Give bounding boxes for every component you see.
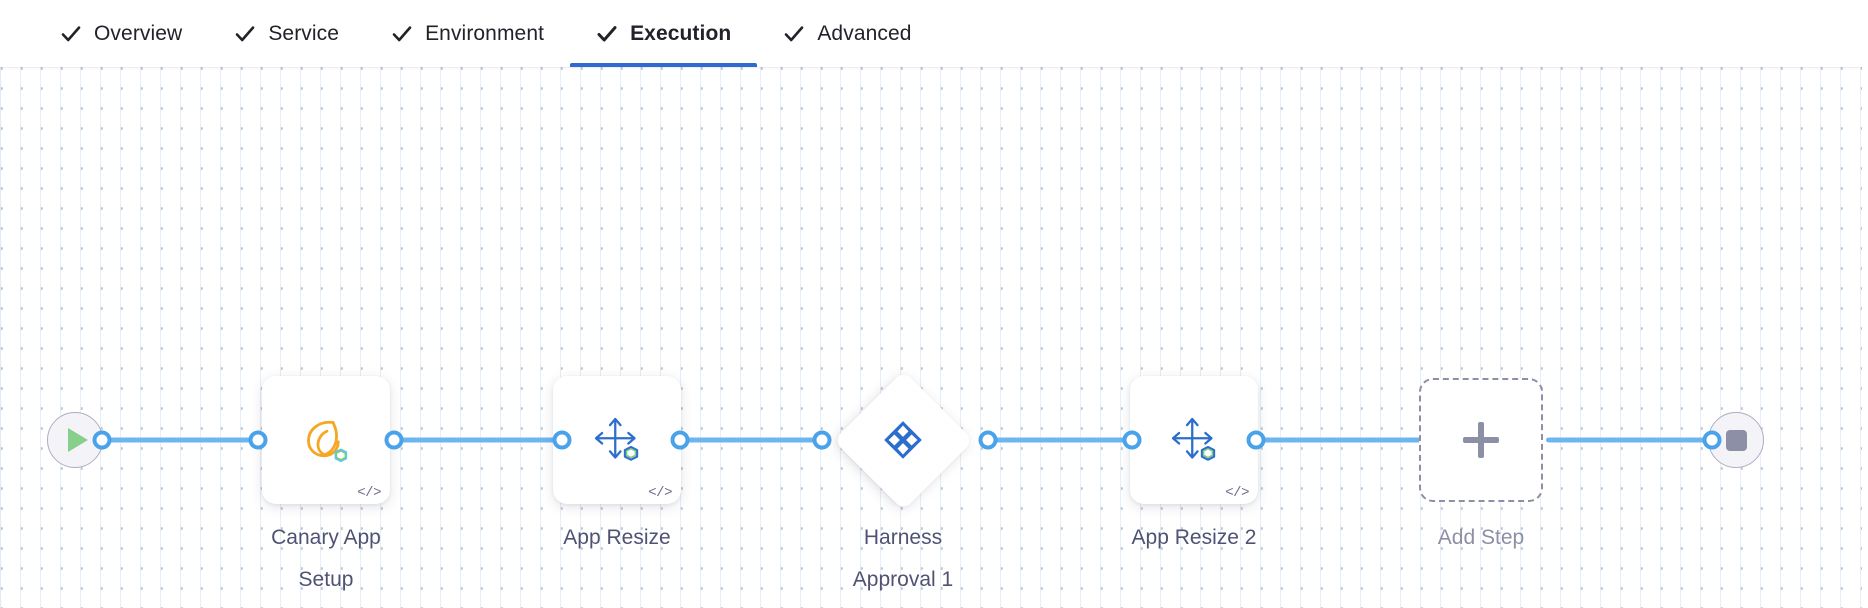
pipeline-canvas[interactable]: </> Canary App Setup <box>0 67 1868 608</box>
connector-approval-to-resize2 <box>988 437 1132 443</box>
tab-label: Service <box>268 21 340 45</box>
step-label-app-resize-2: App Resize 2 <box>1131 526 1257 549</box>
step-node-canary-app-setup[interactable]: </> <box>262 376 390 504</box>
tab-overview[interactable]: Overview <box>34 0 208 67</box>
check-icon <box>234 23 256 45</box>
port-app-resize-2-in[interactable] <box>1122 430 1142 450</box>
step-card[interactable]: </> <box>553 376 681 504</box>
port-app-resize-out[interactable] <box>670 430 690 450</box>
step-label-canary-app-setup: Canary App Setup <box>271 526 381 591</box>
port-start-out[interactable] <box>92 430 112 450</box>
pipeline-graph: </> Canary App Setup <box>0 67 1868 608</box>
step-node-app-resize[interactable]: </> <box>553 376 681 504</box>
tab-label: Environment <box>425 21 545 45</box>
connector-resize2-to-addstep <box>1256 437 1442 443</box>
step-node-app-resize-2[interactable]: </> <box>1130 376 1258 504</box>
check-icon <box>596 23 618 45</box>
pipeline-stage-tabs: Overview Service Environment Execution <box>0 0 1868 67</box>
port-app-resize-in[interactable] <box>552 430 572 450</box>
code-view-icon[interactable]: </> <box>357 485 381 501</box>
approval-diamond[interactable] <box>832 369 974 511</box>
step-label-app-resize: App Resize <box>563 526 671 549</box>
play-icon <box>68 428 88 452</box>
tab-execution[interactable]: Execution <box>570 0 758 67</box>
tab-label: Execution <box>630 21 732 45</box>
port-app-resize-2-out[interactable] <box>1246 430 1266 450</box>
code-view-icon[interactable]: </> <box>1225 485 1249 501</box>
canvas-right-edge <box>1862 0 1868 608</box>
connector-canary-to-resize <box>394 437 562 443</box>
app-resize-icon <box>594 417 639 461</box>
step-node-harness-approval-1[interactable] <box>832 369 974 511</box>
stop-icon <box>1725 429 1747 451</box>
check-icon <box>783 23 805 45</box>
app-resize-icon <box>1171 417 1216 461</box>
tab-label: Overview <box>94 21 183 45</box>
step-label-harness-approval-1: Harness Approval 1 <box>852 526 954 591</box>
start-node[interactable] <box>47 412 103 468</box>
tab-active-indicator <box>570 63 758 67</box>
port-canary-out[interactable] <box>248 430 268 450</box>
plus-icon <box>1463 422 1499 458</box>
check-icon <box>391 23 413 45</box>
check-icon <box>60 23 82 45</box>
tanzu-app-setup-icon <box>307 420 348 463</box>
add-step-label: Add Step <box>1437 526 1525 549</box>
add-step-button[interactable] <box>1419 378 1543 502</box>
step-card[interactable]: </> <box>1130 376 1258 504</box>
connector-addstep-to-end <box>1546 437 1712 443</box>
port-canary-in[interactable] <box>384 430 404 450</box>
connector-start-to-canary <box>100 437 276 443</box>
step-card[interactable]: </> <box>262 376 390 504</box>
tab-environment[interactable]: Environment <box>365 0 570 67</box>
code-view-icon[interactable]: </> <box>648 485 672 501</box>
tab-service[interactable]: Service <box>208 0 365 67</box>
port-approval-in[interactable] <box>812 430 832 450</box>
port-approval-out[interactable] <box>978 430 998 450</box>
tab-advanced[interactable]: Advanced <box>757 0 937 67</box>
port-end-in[interactable] <box>1702 430 1722 450</box>
connector-resize-to-approval <box>680 437 822 443</box>
tab-label: Advanced <box>817 21 912 45</box>
